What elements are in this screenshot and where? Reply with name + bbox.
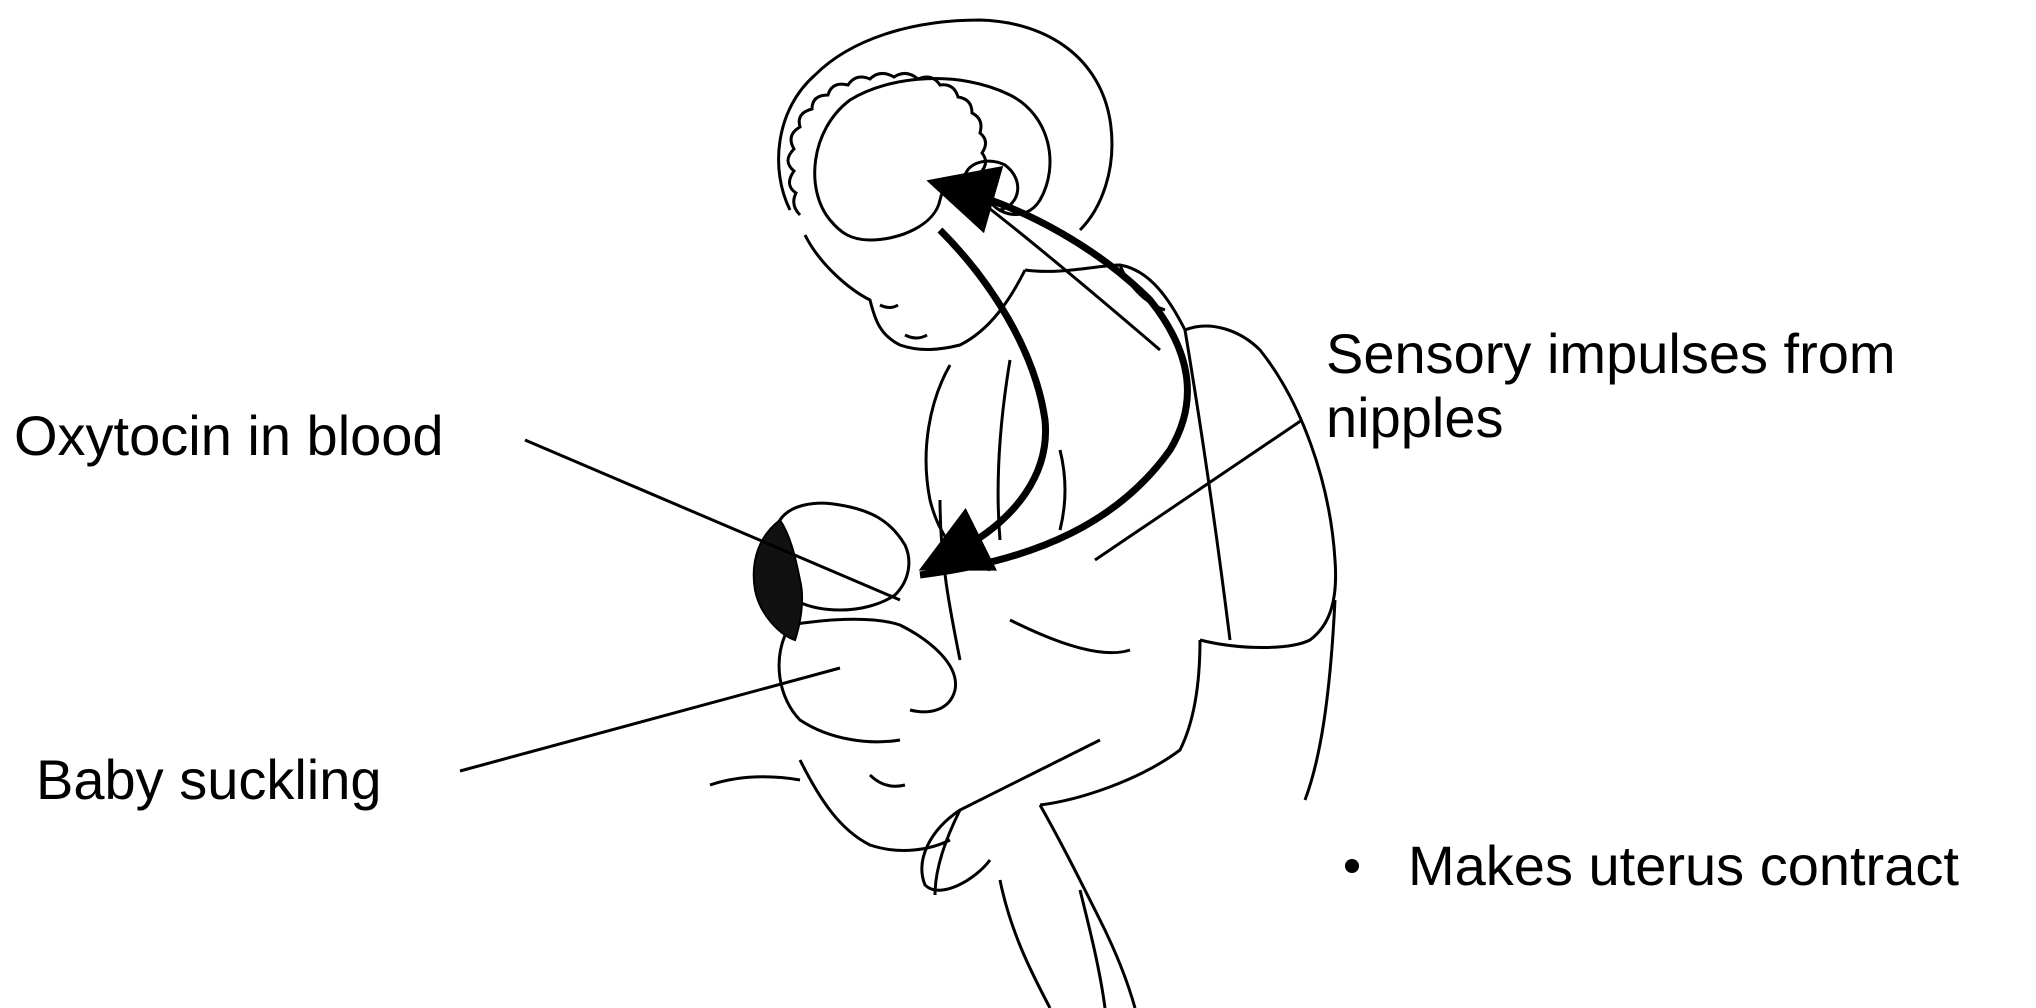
reflex-arrows <box>920 190 1187 575</box>
leader-lines <box>460 420 1302 771</box>
baby-leader-line <box>460 668 840 771</box>
sensory-label-line2: nipples <box>1326 386 1896 450</box>
mother-body <box>922 265 1336 1008</box>
mother-torso <box>926 360 1130 660</box>
sensory-label: Sensory impulses from nipples <box>1326 322 1896 451</box>
oxytocin-label: Oxytocin in blood <box>14 404 444 468</box>
oxytocin-leader-line <box>525 440 900 600</box>
baby-suckling-label: Baby suckling <box>36 748 382 812</box>
baby-hair <box>754 520 802 640</box>
sensory-leader-line <box>1095 420 1302 560</box>
brain-outline <box>815 79 1050 240</box>
bullet-icon <box>1345 859 1359 873</box>
baby <box>710 503 956 850</box>
sensory-label-line1: Sensory impulses from <box>1326 322 1896 386</box>
uterus-effect-bullet: Makes uterus contract <box>1408 834 1959 898</box>
oxytocin-pathway-arrow <box>940 230 1046 555</box>
